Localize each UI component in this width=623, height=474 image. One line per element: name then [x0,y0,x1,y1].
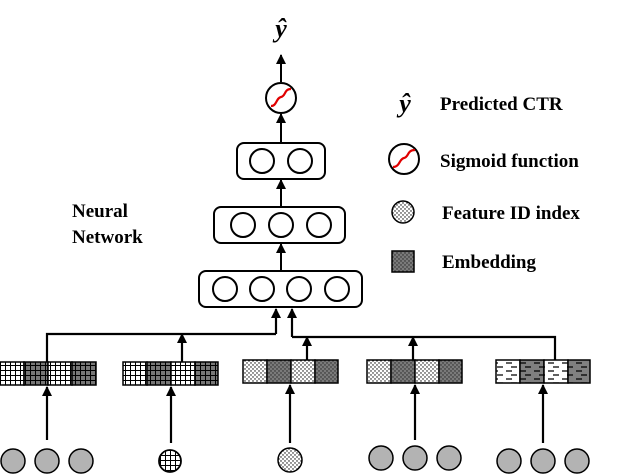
neuron [324,276,350,302]
hidden-layer-middle [213,206,346,244]
input-field-5 [496,448,590,474]
legend-predicted-label: Predicted CTR [440,94,563,115]
network-label-line1: Neural [72,201,128,222]
legend-feature-id-label: Feature ID index [442,203,580,224]
feature-input [564,448,590,474]
network-label-line2: Network [72,227,143,248]
output-symbol: ŷ [272,14,287,43]
feature-input [158,449,182,473]
feature-input [34,448,60,474]
input-field-2 [158,449,182,473]
feature-input [277,447,303,473]
feature-input [0,448,26,474]
neuron [212,276,238,302]
embedding-connections [45,308,557,362]
legend-feature-id-icon [391,200,415,224]
legend-predicted-symbol: ŷ [396,89,411,118]
embedding-field-3 [242,359,339,384]
embedding-field-1 [0,361,97,386]
input-field-1 [0,448,94,474]
feature-input [68,448,94,474]
legend-embedding-icon [391,250,415,273]
legend-embedding-label: Embedding [442,252,536,273]
hidden-layer-bottom [198,270,363,308]
neuron [268,212,294,238]
feature-input [530,448,556,474]
neuron [249,148,275,174]
input-field-4 [368,445,462,471]
input-field-3 [277,447,303,473]
neuron [286,276,312,302]
embedding-field-4 [366,359,463,384]
sigmoid-curve-icon [270,87,292,108]
feature-input [402,445,428,471]
input-arrows [42,384,548,443]
neuron [287,148,313,174]
feature-input [368,445,394,471]
legend: ŷ Predicted CTR Sigmoid function Feature… [388,89,580,273]
feature-input [436,445,462,471]
neuron [249,276,275,302]
embedding-field-5 [495,359,591,384]
legend-sigmoid-label: Sigmoid function [440,151,579,172]
neuron [306,212,332,238]
legend-sigmoid-icon [388,143,420,175]
embedding-field-2 [122,361,219,386]
neuron [230,212,256,238]
hidden-layer-top [236,142,326,180]
sigmoid-node [265,82,297,114]
feature-input [496,448,522,474]
